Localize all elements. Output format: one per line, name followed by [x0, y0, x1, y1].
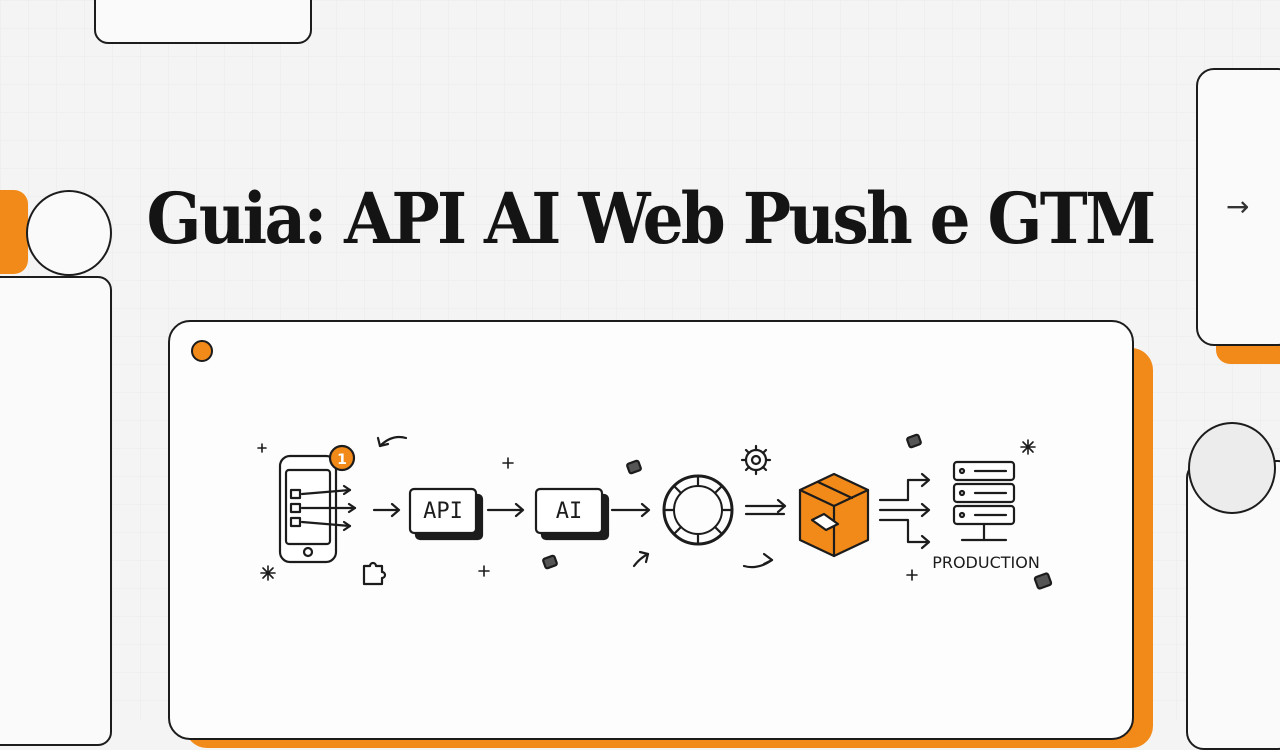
server-rack-icon: [952, 460, 1016, 542]
page-title: Guia: API AI Web Push e GTM: [146, 176, 1157, 260]
ai-box: [534, 487, 604, 535]
api-box: [408, 487, 478, 535]
flow-diagram: 1 API AI: [257, 433, 1053, 590]
ai-label: AI: [556, 499, 583, 524]
deco-right-card: [1196, 68, 1280, 346]
deco-left-card: [0, 276, 112, 746]
puzzle-icon: [362, 561, 387, 586]
smartphone-notification-icon: [278, 444, 357, 564]
cube-doodle-icon: [542, 433, 1053, 590]
deco-top-card: [94, 0, 312, 44]
sparkle-icon: [257, 439, 1036, 581]
package-box-icon: [798, 472, 870, 558]
deco-left-orange-tab: [0, 190, 28, 274]
api-label: API: [423, 499, 463, 524]
deco-right-circle: [1188, 422, 1276, 514]
gear-icon: [740, 444, 772, 476]
card-dot: [191, 340, 213, 362]
notification-badge: 1: [337, 452, 347, 468]
curved-arrow-icon: [376, 435, 774, 569]
next-arrow-icon[interactable]: →: [1226, 190, 1250, 223]
deco-left-circle: [26, 190, 112, 276]
production-label: PRODUCTION: [932, 553, 1040, 572]
processing-ring-icon: [662, 474, 734, 546]
